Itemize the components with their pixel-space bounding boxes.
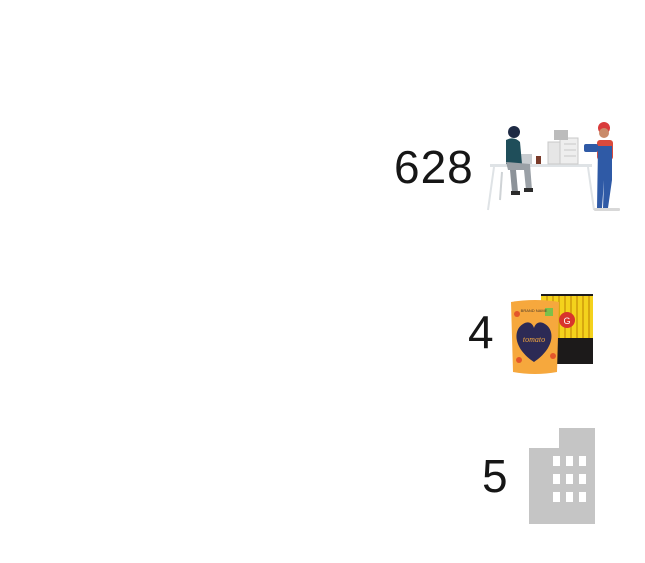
stat-value: 628: [394, 141, 474, 193]
stat-value: 4: [468, 306, 495, 358]
stat-row-products: 4 G BRAND NAME tomato: [468, 290, 595, 374]
stat-value: 5: [482, 450, 509, 502]
stat-row-employees: 628: [394, 120, 624, 214]
office-worker-and-deliveryman-icon: [484, 120, 624, 214]
stat-row-locations: 5: [482, 428, 595, 524]
snack-packages-icon: G BRAND NAME tomato: [509, 290, 595, 374]
building-icon: [528, 428, 595, 524]
box-badge-text: G: [563, 316, 570, 326]
bag-product-text: tomato: [522, 335, 544, 344]
bag-brand-text: BRAND NAME: [520, 308, 547, 313]
